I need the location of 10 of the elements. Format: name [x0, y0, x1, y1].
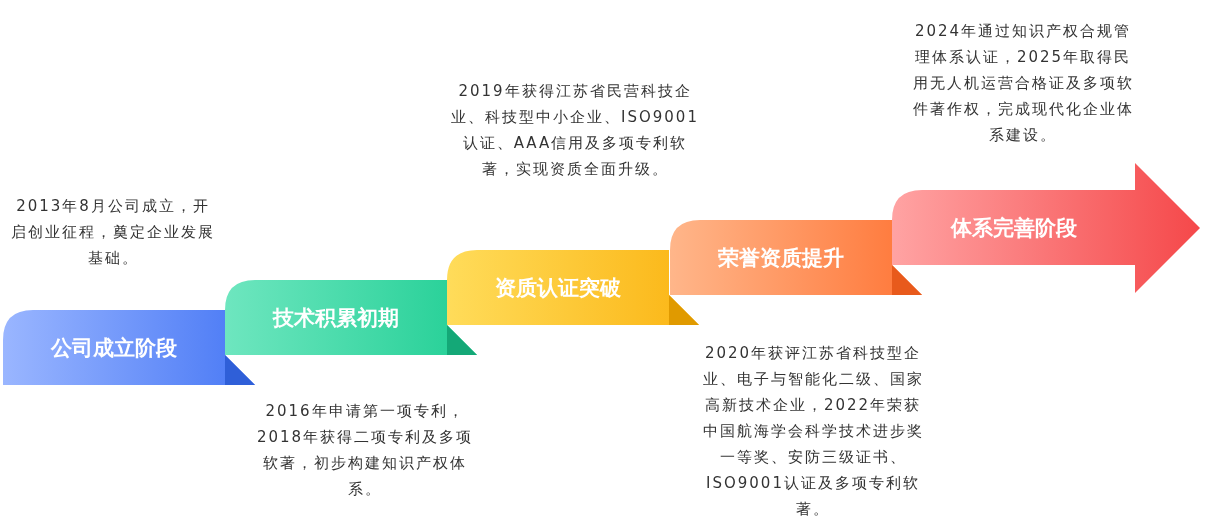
stage-band: 资质认证突破: [447, 250, 699, 325]
stage-band: 技术积累初期: [225, 280, 477, 355]
stage-band: 荣誉资质提升: [670, 220, 922, 295]
description-text: 2019年获得江苏省民营科技企业、科技型中小企业、ISO9001认证、AAA信用及多项专利软著，实现资质全面升级。: [450, 81, 700, 180]
stage-arrow: 体系完善阶段: [892, 163, 1200, 295]
description-text: 2013年8月公司成立，开启创业征程，奠定企业发展基础。: [10, 196, 216, 269]
description-text: 2024年通过知识产权合规管理体系认证，2025年取得民用无人机运营合格证及多项软件著作权，完成现代化企业体系建设。: [911, 21, 1135, 146]
description-text: 2016年申请第一项专利，2018年获得二项专利及多项软著，初步构建知识产权体系。: [255, 401, 475, 500]
description-text: 2020年获评江苏省科技型企业、电子与智能化二级、国家高新技术企业，2022年荣获中国航海学会科学技术进步奖一等奖、安防三级证书、ISO9001认证及多项专利软著。: [701, 343, 925, 520]
stage-band: 公司成立阶段: [3, 310, 255, 385]
